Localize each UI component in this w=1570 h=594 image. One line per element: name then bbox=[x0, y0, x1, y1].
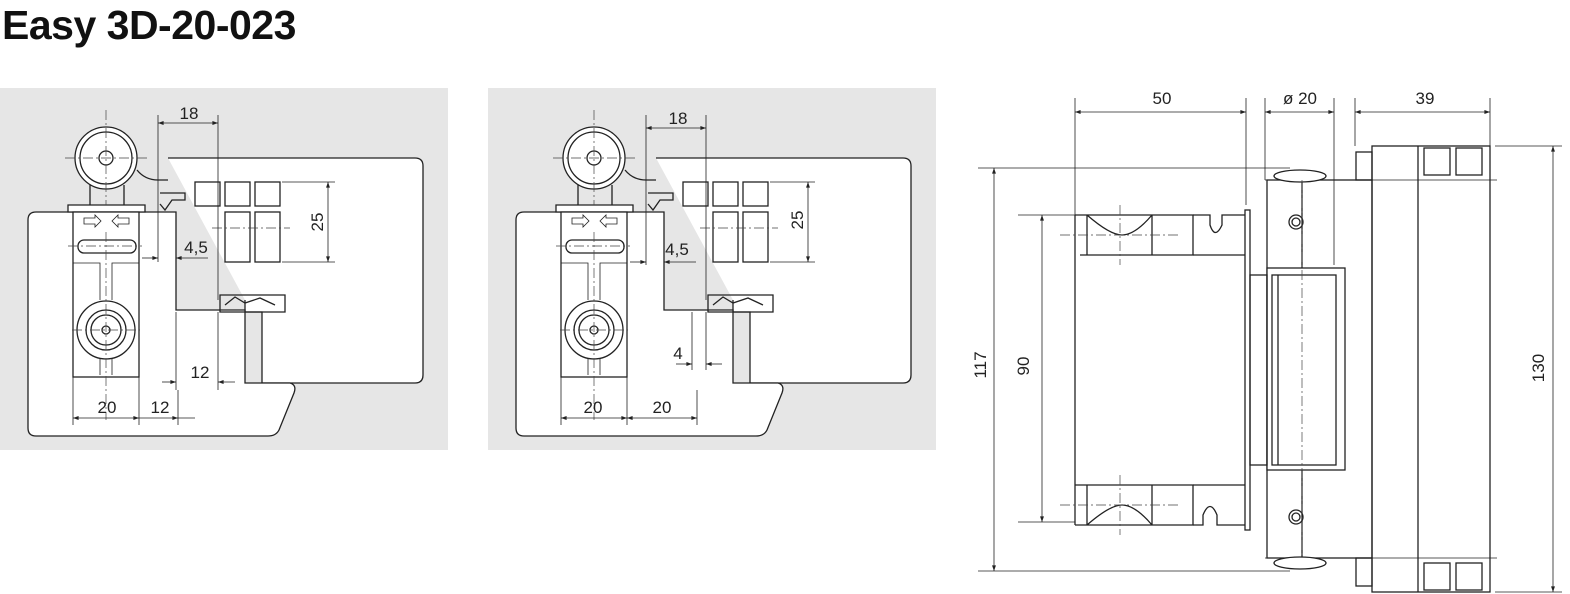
install-view-left: 18 25 4,5 12 20 12 bbox=[0, 88, 448, 450]
dim-label-diameter-20: ø 20 bbox=[1283, 89, 1317, 108]
install-view-middle: 18 25 4,5 4 20 20 bbox=[488, 88, 936, 450]
dim-label-25: 25 bbox=[308, 213, 327, 232]
dim-label-18: 18 bbox=[669, 109, 688, 128]
dim-label-20: 20 bbox=[584, 398, 603, 417]
dim-label-50: 50 bbox=[1153, 89, 1172, 108]
dim-label-18: 18 bbox=[180, 104, 199, 123]
dim-label-4: 4 bbox=[673, 344, 682, 363]
dim-label-4-5: 4,5 bbox=[665, 240, 689, 259]
dim-label-12-door: 12 bbox=[191, 363, 210, 382]
side-view: 50 ø 20 39 117 90 130 bbox=[971, 89, 1562, 593]
dim-label-20-frame: 20 bbox=[653, 398, 672, 417]
dim-label-90: 90 bbox=[1014, 357, 1033, 376]
dim-label-25: 25 bbox=[788, 211, 807, 230]
dim-label-39: 39 bbox=[1416, 89, 1435, 108]
dim-label-117: 117 bbox=[971, 351, 990, 378]
dim-label-4-5: 4,5 bbox=[184, 238, 208, 257]
dim-label-20: 20 bbox=[98, 398, 117, 417]
dim-label-130: 130 bbox=[1529, 354, 1548, 382]
page-title: Easy 3D-20-023 bbox=[2, 2, 296, 48]
dim-label-12-frame: 12 bbox=[151, 398, 170, 417]
